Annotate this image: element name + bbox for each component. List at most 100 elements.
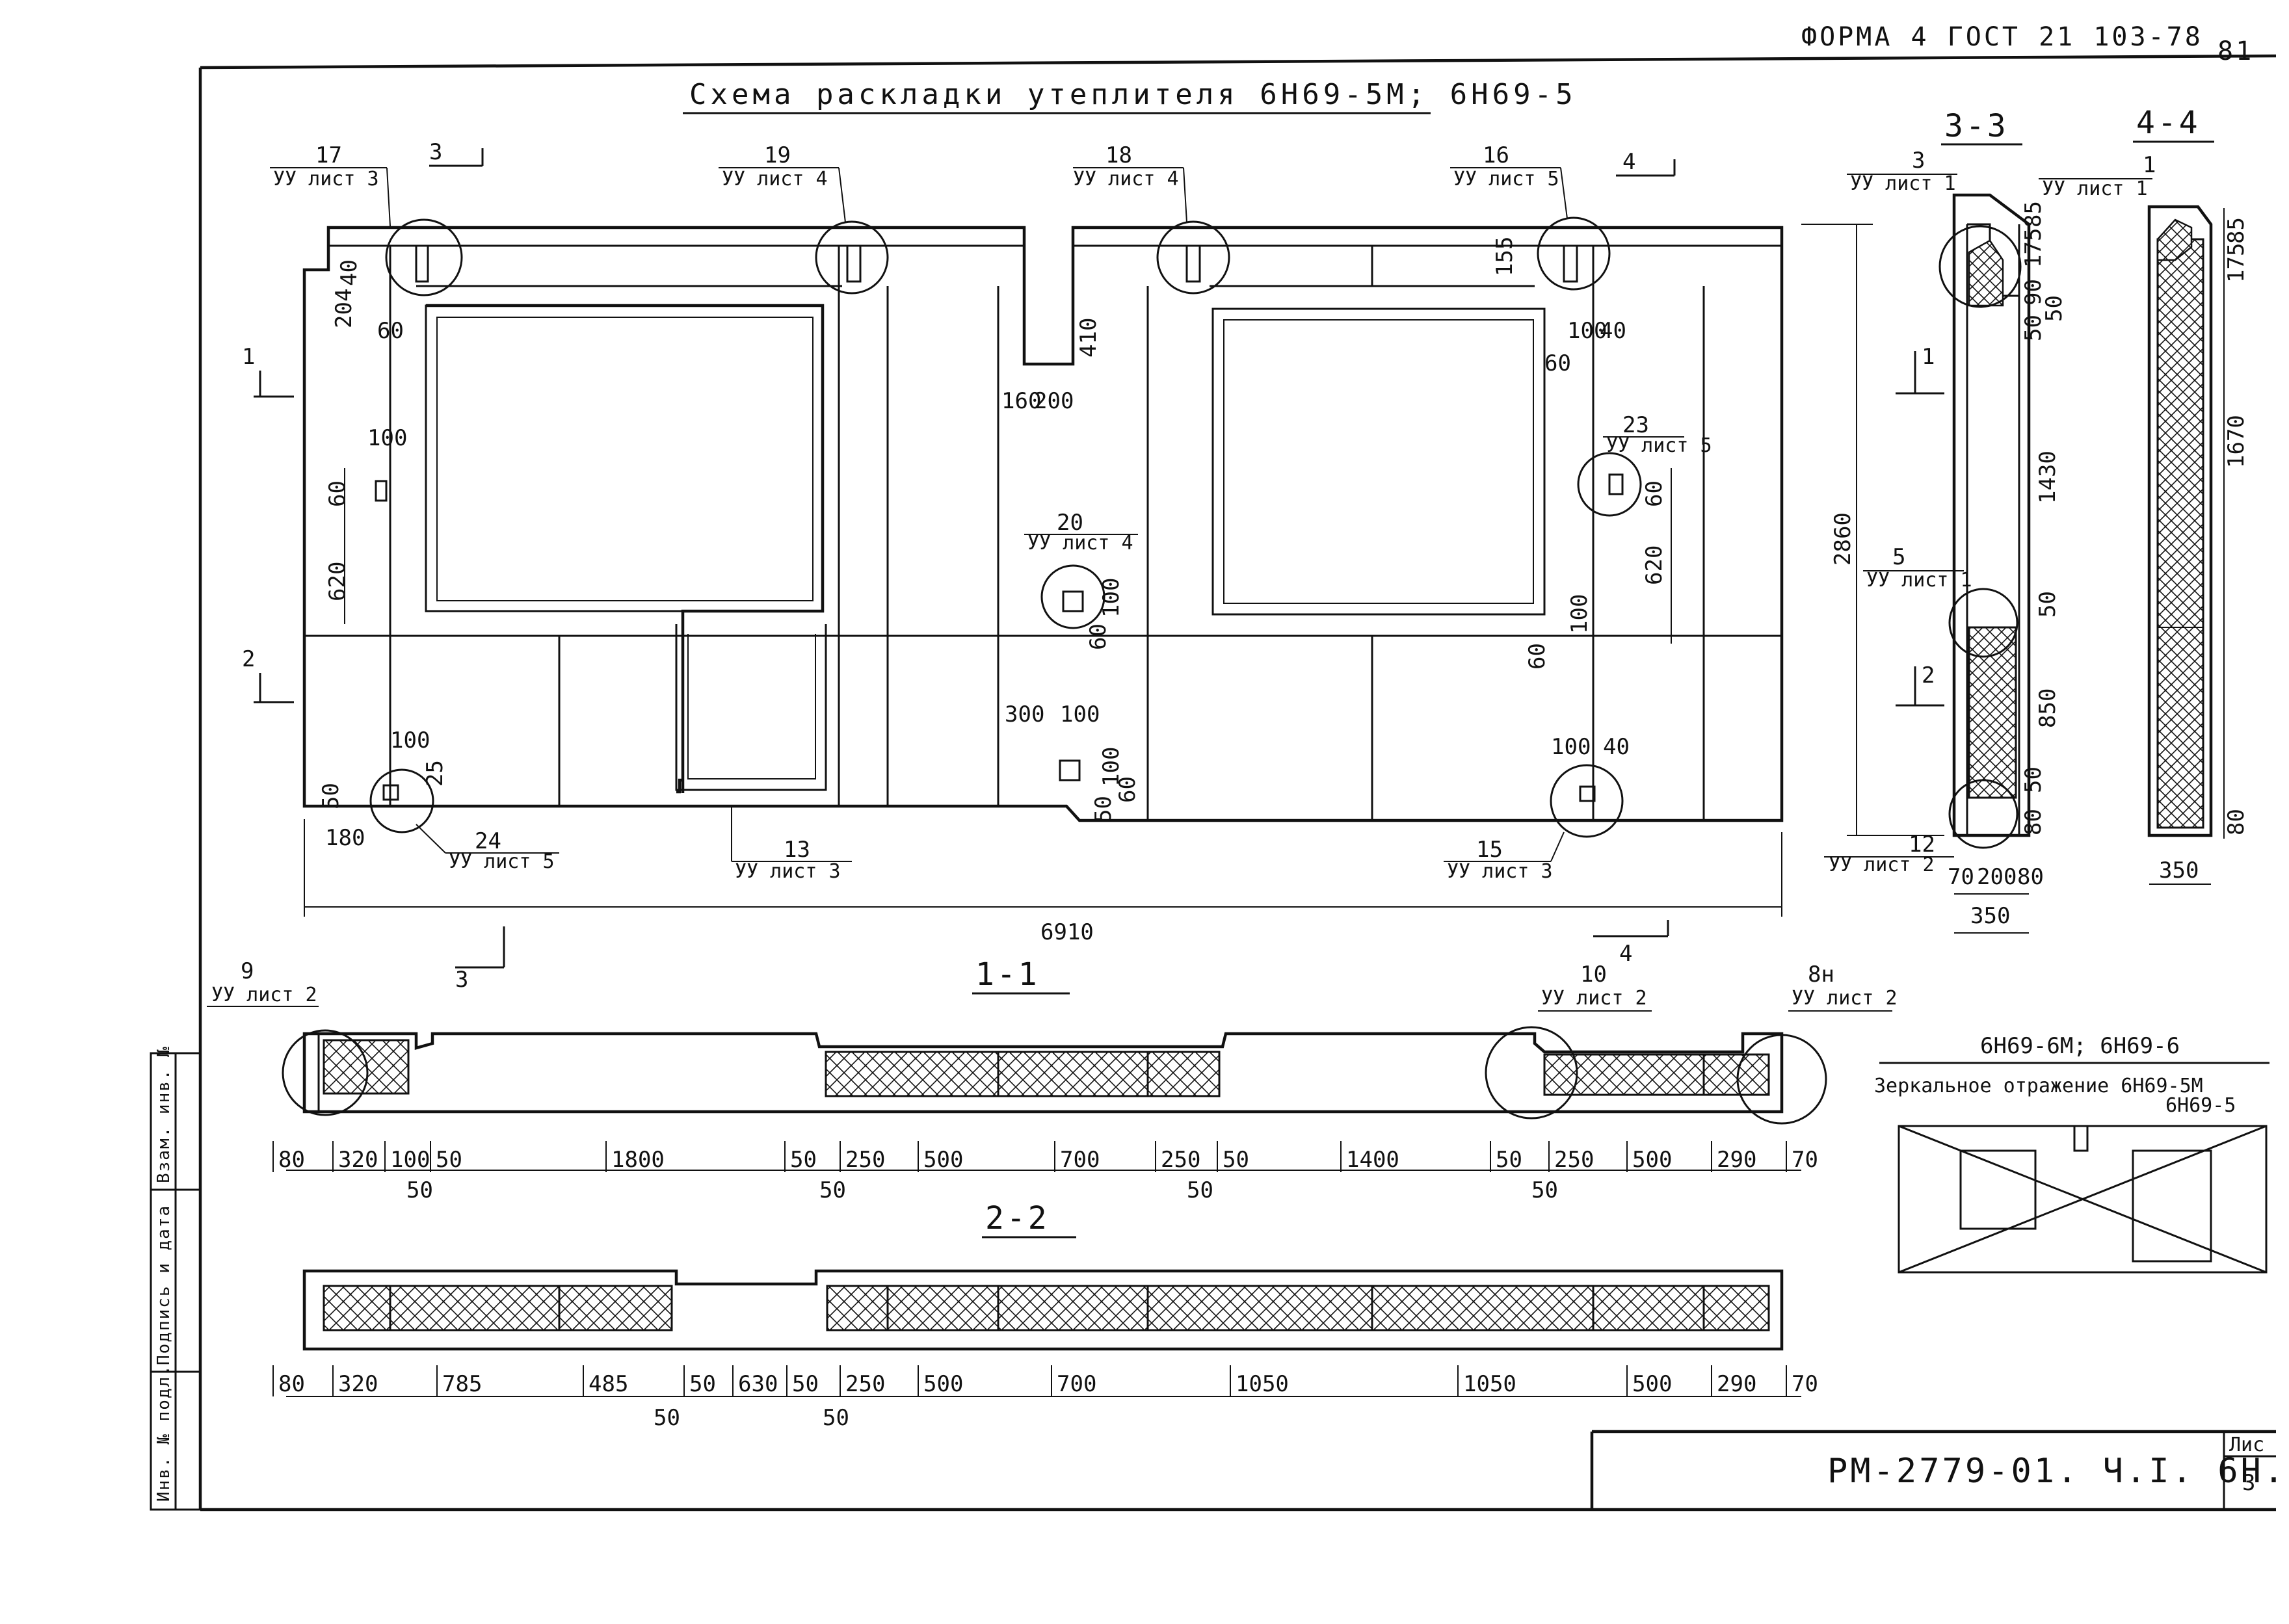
title-block: РМ-2779-01. Ч.I. 6Н. 10СБ. Лис 3 xyxy=(1590,1430,2289,1510)
plan-dimensions: 204 40 60 100 60 620 100 25 50 180 410 1… xyxy=(304,237,1782,945)
section-3-3-title: 3-3 xyxy=(1944,108,2009,144)
cut-mark-label: 2 xyxy=(1922,662,1935,688)
dim-text: 50 xyxy=(318,783,344,809)
dim-text: 25 xyxy=(422,760,448,787)
dim-text: 80 xyxy=(2017,864,2044,890)
dim-text: 290 xyxy=(1717,1371,1756,1397)
dim-text: 60 xyxy=(1544,350,1571,376)
mirror-note: 6Н69-6М; 6Н69-6 Зеркальное отражение 6Н6… xyxy=(1874,1033,2269,1274)
dim-text: 40 xyxy=(1600,318,1626,344)
dim-text: 80 xyxy=(278,1147,305,1173)
dim-text: 620 xyxy=(1641,545,1667,585)
detail-circle-18 xyxy=(1156,220,1230,295)
dim-text: 180 xyxy=(325,825,365,851)
frame-top-line xyxy=(200,54,2277,70)
dim-text: 500 xyxy=(923,1147,963,1173)
callout-num: 16 xyxy=(1483,142,1509,168)
plan-title: Схема раскладки утеплителя 6Н69-5М; 6Н69… xyxy=(689,78,1577,111)
detail-circle-17 xyxy=(385,218,463,296)
detail-circle-9 xyxy=(282,1029,369,1116)
dim-text: 50 xyxy=(2020,766,2046,793)
callout-ref: УУ лист 1 xyxy=(1866,569,1972,592)
section-3-3: 3-3 2860 175 85 90 50 50 1430 50 850 50 … xyxy=(1801,108,2067,934)
stamp-vzam-inv: Взам. инв. № xyxy=(154,1045,174,1183)
callout-num: 15 xyxy=(1476,837,1503,863)
page-number: 81 xyxy=(2217,36,2254,66)
dim-subtext: 50 xyxy=(1531,1177,1558,1203)
detail-circle-10 xyxy=(1485,1026,1578,1120)
dim-text: 500 xyxy=(923,1371,963,1397)
detail-circle-24 xyxy=(369,768,434,833)
callout-num: 10 xyxy=(1580,962,1607,988)
dim-text: 485 xyxy=(589,1371,628,1397)
dim-text: 250 xyxy=(1554,1147,1594,1173)
cut-mark-label: 3 xyxy=(455,967,468,993)
dim-text: 785 xyxy=(442,1371,482,1397)
callout-ref: УУ лист 4 xyxy=(1027,532,1133,555)
dim-text: 80 xyxy=(2020,809,2046,835)
sheet-label: Лис xyxy=(2229,1434,2264,1456)
dim-text: 70 xyxy=(1792,1371,1818,1397)
doc-code: РМ-2779-01. Ч.I. 6Н. 10СБ. xyxy=(1827,1452,2289,1491)
dim-text: 80 xyxy=(278,1371,305,1397)
detail-circle-15 xyxy=(1550,764,1624,838)
dim-text: 630 xyxy=(738,1371,778,1397)
dim-text: 2860 xyxy=(1830,512,1856,566)
dim-text: 1800 xyxy=(611,1147,665,1173)
dim-text: 1050 xyxy=(1463,1371,1516,1397)
detail-circle-8n xyxy=(1736,1034,1827,1125)
cut-mark-label: 1 xyxy=(1922,344,1935,370)
dim-text: 40 xyxy=(336,259,362,286)
stamp-podpis-data: Подпись и дата xyxy=(154,1205,174,1365)
mirror-line2: Зеркальное отражение 6Н69-5М xyxy=(1874,1075,2203,1097)
overall-width-dim: 6910 xyxy=(1040,919,1094,945)
callout-num: 9 xyxy=(241,958,254,984)
callout-ref: УУ лист 2 xyxy=(211,984,317,1006)
dim-text: 204 xyxy=(331,289,357,328)
dim-text: 50 xyxy=(1223,1147,1249,1173)
callout-num: 17 xyxy=(315,142,342,168)
mirror-line3: 6Н69-5 xyxy=(2165,1094,2236,1117)
detail-circle-23 xyxy=(1577,452,1642,517)
callout-num: 13 xyxy=(784,837,810,863)
section-1-1-title: 1-1 xyxy=(975,956,1040,993)
dim-subtext: 50 xyxy=(823,1405,849,1431)
callout-num: 5 xyxy=(1892,544,1905,570)
dim-text: 350 xyxy=(1970,903,2010,929)
dim-text: 1050 xyxy=(1236,1371,1289,1397)
callout-num: 3 xyxy=(1912,148,1925,174)
callout-num: 8н xyxy=(1808,962,1834,988)
dim-subtext: 50 xyxy=(406,1177,433,1203)
dim-text: 320 xyxy=(338,1147,378,1173)
dim-subtext: 50 xyxy=(1187,1177,1213,1203)
cut-mark-label: 3 xyxy=(429,139,442,165)
dim-text: 50 xyxy=(1496,1147,1522,1173)
stamp-inv-podl: Инв. № подл. xyxy=(154,1364,174,1502)
dim-text: 500 xyxy=(1632,1147,1672,1173)
section-2-2-title: 2-2 xyxy=(985,1200,1050,1237)
detail-circle-16 xyxy=(1537,216,1611,291)
dim-text: 200 xyxy=(1034,388,1074,414)
dim-text: 100 xyxy=(1567,318,1607,344)
dim-text: 60 xyxy=(1524,643,1550,670)
callout-ref: УУ лист 5 xyxy=(1606,434,1712,457)
dim-text: 620 xyxy=(324,562,351,601)
callout-num: 18 xyxy=(1105,142,1132,168)
dim-text: 500 xyxy=(1632,1371,1672,1397)
dim-text: 175 xyxy=(2020,228,2046,268)
dim-text: 175 xyxy=(2223,243,2249,283)
callout-ref: УУ лист 5 xyxy=(1453,168,1559,190)
dim-text: 155 xyxy=(1492,237,1518,276)
dim-text: 160 xyxy=(1001,388,1041,414)
dim-text: 100 xyxy=(1098,578,1124,618)
dim-text: 50 xyxy=(689,1371,716,1397)
dim-text: 300 xyxy=(1005,701,1044,727)
dim-text: 290 xyxy=(1717,1147,1756,1173)
dim-text: 90 xyxy=(2020,279,2046,306)
section-4-4-title: 4-4 xyxy=(2136,105,2201,141)
section-4-4: 4-4 1 УУ лист 1 175 85 1670 80 350 xyxy=(2039,105,2249,885)
dim-text: 50 xyxy=(792,1371,819,1397)
dim-text: 80 xyxy=(2223,809,2249,835)
